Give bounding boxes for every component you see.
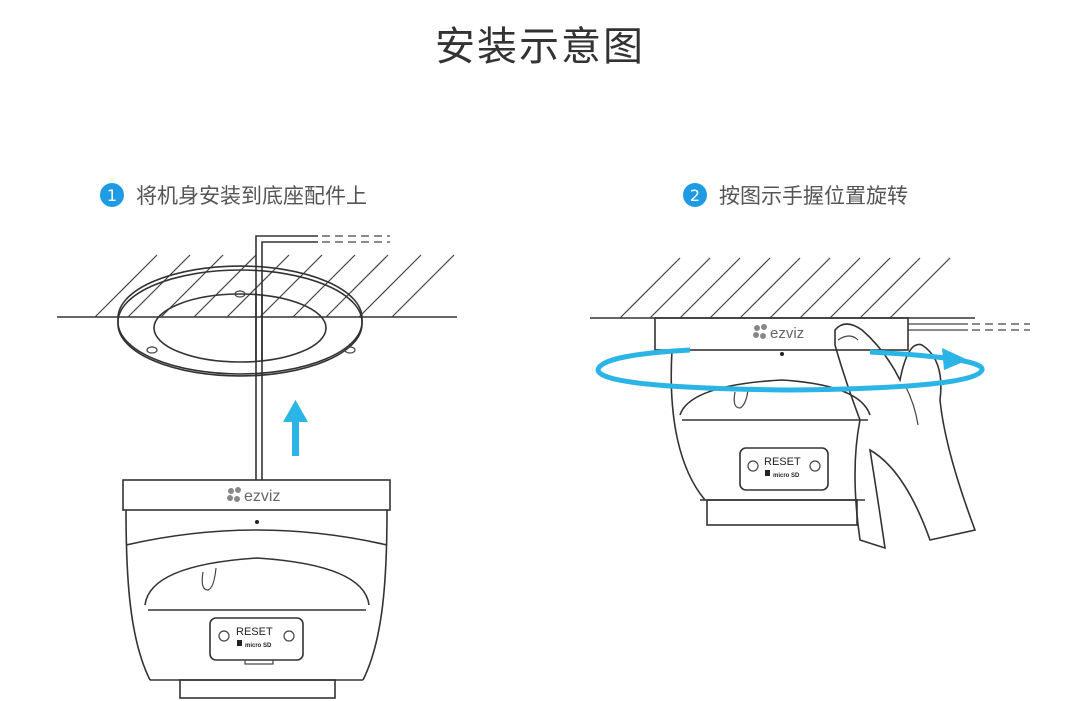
mounting-base — [117, 265, 363, 377]
step-2: 2 按图示手握位置旋转 — [683, 180, 908, 210]
left-camera: ezviz RESET micro SD — [122, 479, 391, 699]
svg-text:ezviz: ezviz — [244, 488, 280, 505]
hatch-line — [889, 257, 951, 319]
hatch-line — [391, 254, 455, 318]
hatch-line — [739, 257, 801, 319]
step-2-badge: 2 — [683, 183, 707, 207]
hatch-line — [769, 257, 831, 319]
hatch-line — [679, 257, 741, 319]
hatch-line — [193, 254, 257, 318]
svg-text:RESET: RESET — [764, 456, 801, 468]
hatch-line — [619, 257, 681, 319]
hatch-line — [226, 254, 290, 318]
hatch-line — [259, 254, 323, 318]
step-2-text: 按图示手握位置旋转 — [719, 184, 908, 208]
hatch-line — [94, 254, 158, 318]
step-1: 1 将机身安装到底座配件上 — [100, 180, 367, 210]
step-1-badge: 1 — [100, 183, 124, 207]
page-title: 安装示意图 — [435, 24, 645, 70]
right-ceiling — [590, 257, 1030, 331]
ezviz-logo: ezviz — [227, 487, 280, 505]
step-1-text: 将机身安装到底座配件上 — [136, 184, 367, 208]
ezviz-logo: ezviz — [753, 324, 804, 342]
rotate-arrow-icon — [595, 347, 985, 393]
right-camera: ezviz RESET micro SD — [654, 317, 909, 526]
hatch-line — [649, 257, 711, 319]
hatch-line — [709, 257, 771, 319]
up-arrow-icon — [283, 400, 308, 456]
svg-text:micro SD: micro SD — [773, 473, 800, 479]
hatch-line — [799, 257, 861, 319]
hatch-line — [127, 254, 191, 318]
hatch-line — [325, 254, 389, 318]
hatch-line — [292, 254, 356, 318]
svg-text:ezviz: ezviz — [770, 325, 804, 342]
left-cable — [255, 235, 390, 480]
hatch-line — [358, 254, 422, 318]
hatch-line — [829, 257, 891, 319]
left-ceiling — [57, 254, 457, 318]
svg-text:micro SD: micro SD — [245, 643, 272, 649]
svg-text:RESET: RESET — [236, 626, 273, 638]
hatch-line — [859, 257, 921, 319]
